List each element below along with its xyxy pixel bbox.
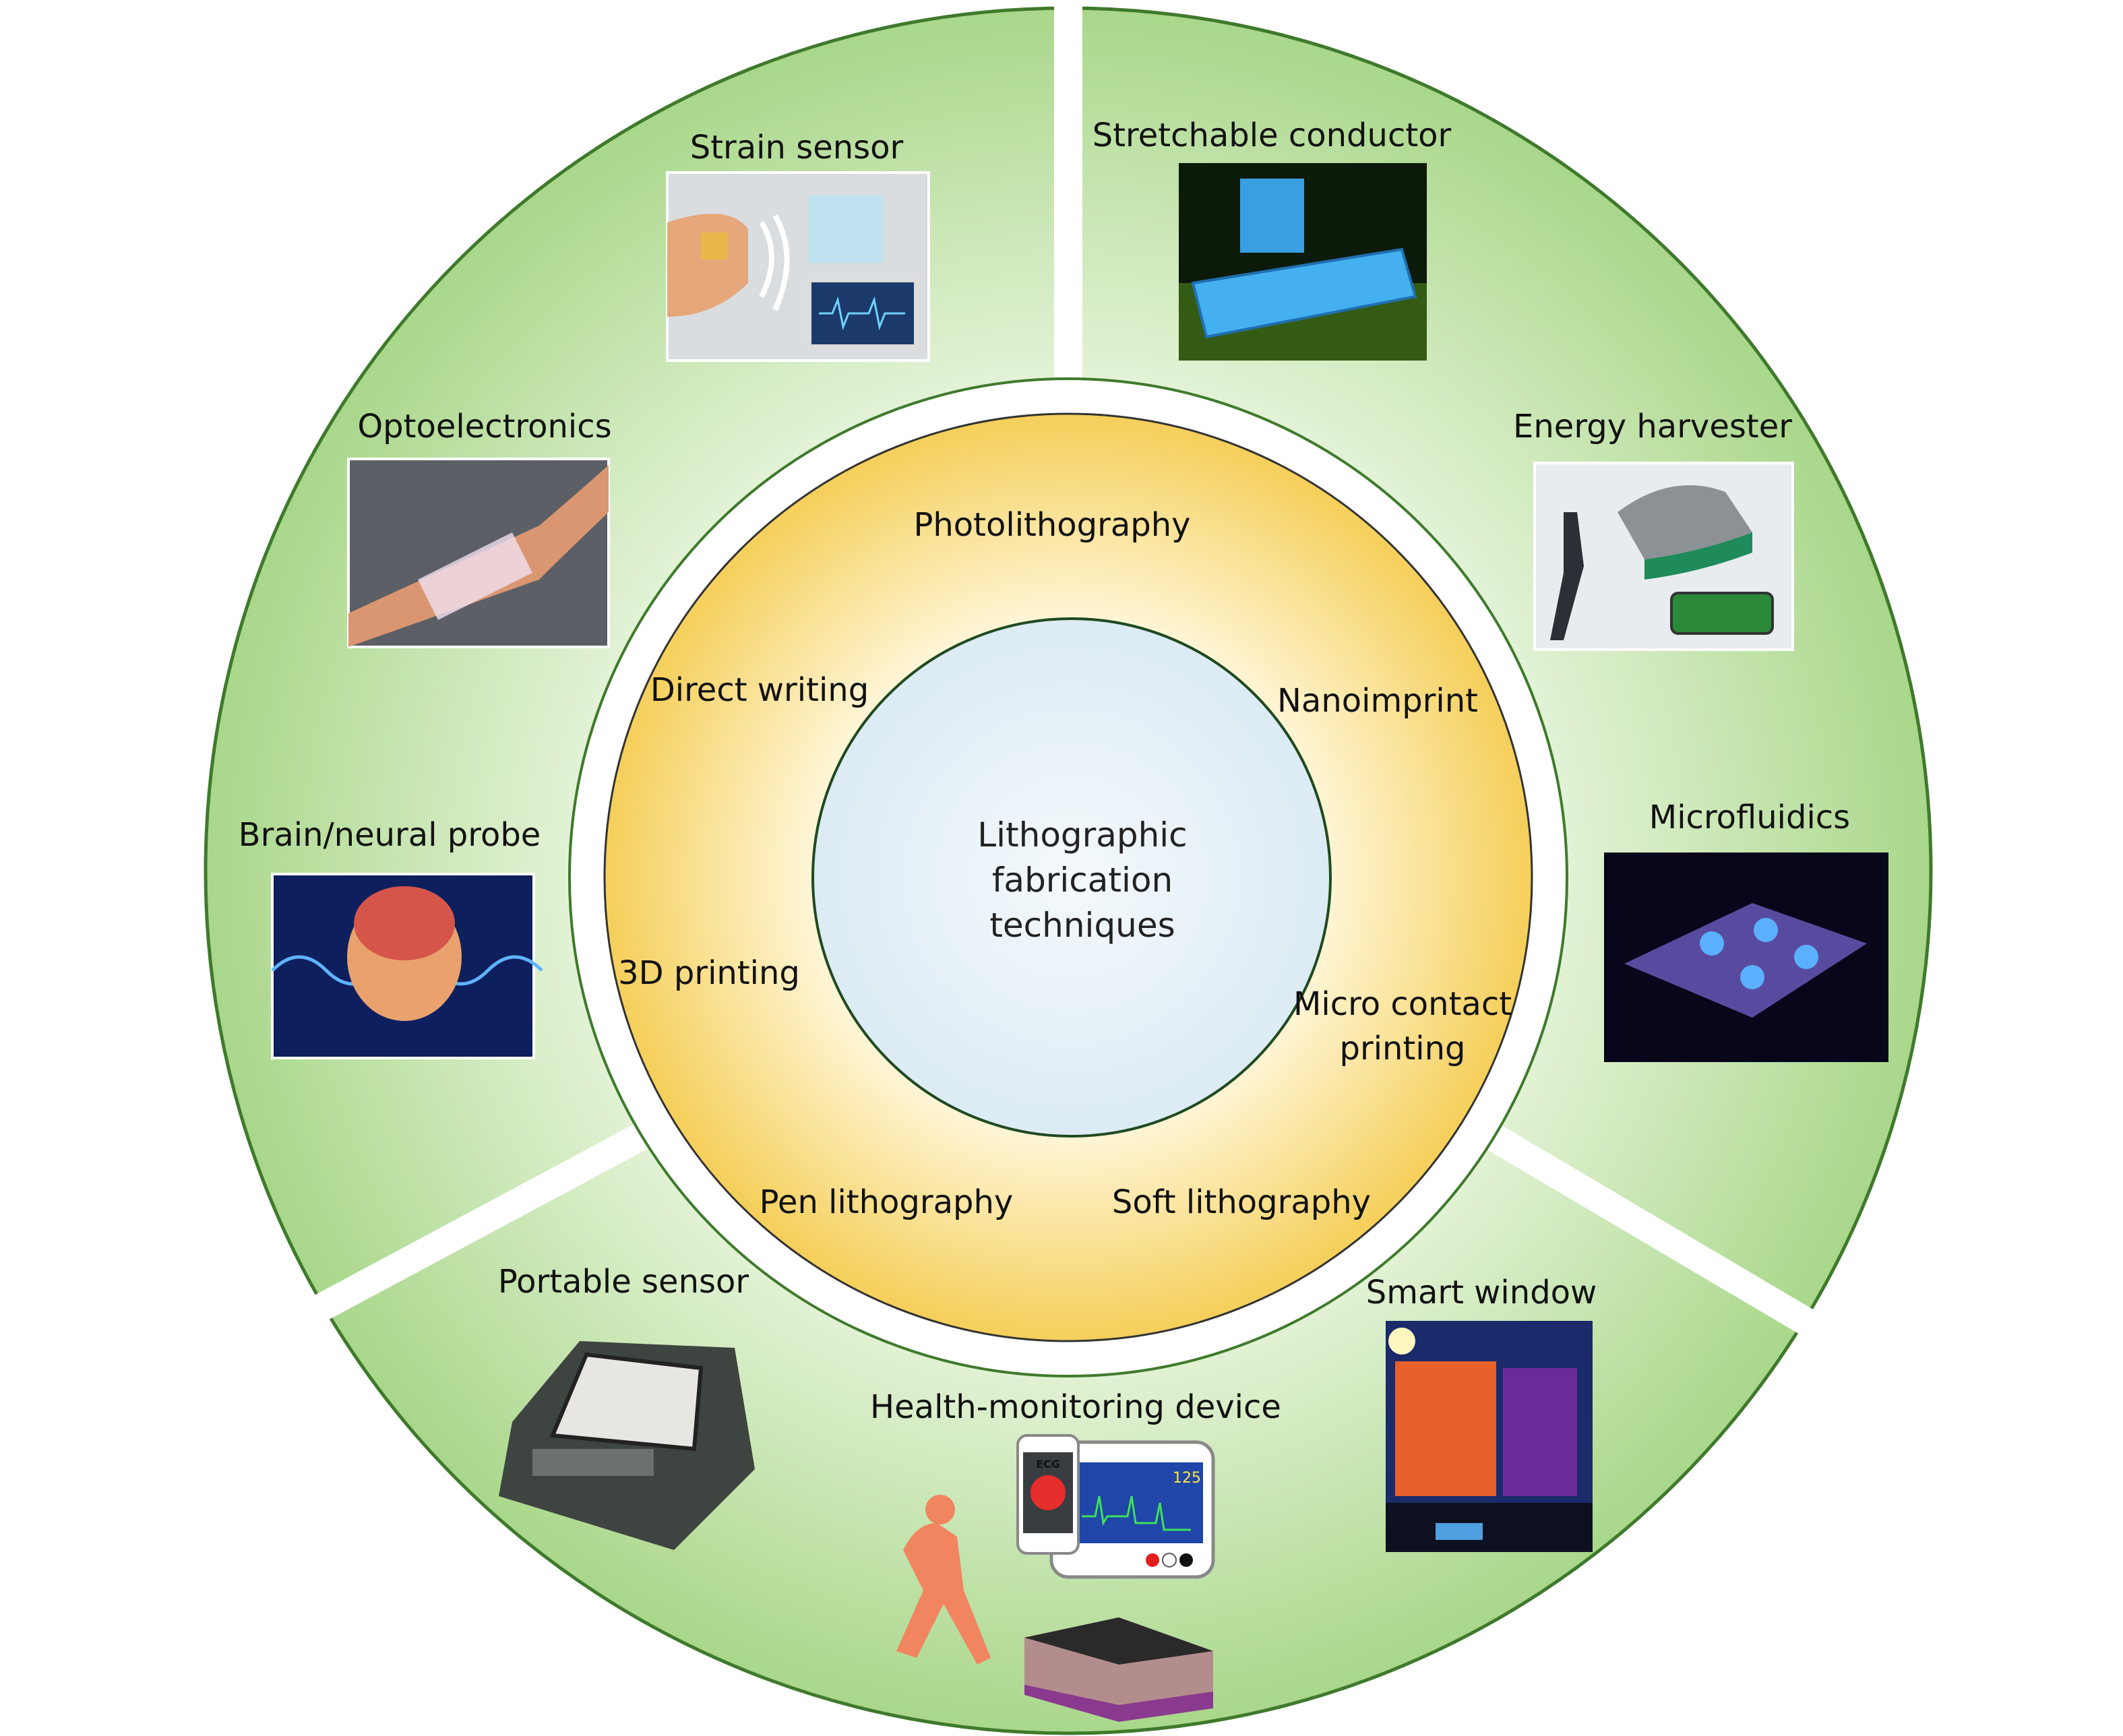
health-monitoring-image: 125 ECG [896,1434,1215,1722]
center-circle [811,617,1332,1138]
center-title-line-2: fabrication [992,861,1173,900]
smart-window-image [1386,1321,1593,1552]
center-title-line-1: Lithographic [977,815,1187,855]
app-portable-sensor-label: Portable sensor [498,1263,749,1301]
app-brain-probe-label: Brain/neural probe [239,816,541,854]
optoelectronics-image [347,458,610,648]
ecg-label: ECG [1036,1458,1060,1470]
app-strain-sensor-label: Strain sensor [690,129,904,166]
technique-micro-contact-line-2: printing [1339,1030,1465,1067]
technique-soft-lithography: Soft lithography [1112,1183,1371,1221]
portable-sensor-image [499,1341,755,1550]
app-smart-window-label: Smart window [1366,1274,1597,1311]
technique-direct-writing: Direct writing [650,671,869,709]
brain-probe-image [271,873,543,1059]
technique-nanoimprint: Nanoimprint [1277,682,1478,720]
app-health-monitoring-label: Health-monitoring device [870,1388,1281,1426]
technique-pen-lithography: Pen lithography [760,1183,1014,1221]
app-stretchable-conductor-label: Stretchable conductor [1093,117,1452,154]
technique-micro-contact-line-1: Micro contact [1293,985,1512,1023]
stretchable-conductor-image [1179,163,1427,361]
heart-rate-value: 125 [1173,1470,1201,1487]
technique-photolithography: Photolithography [913,506,1190,544]
app-microfluidics-label: Microfluidics [1649,799,1850,836]
microfluidics-image [1604,852,1888,1062]
energy-harvester-image [1533,462,1794,651]
app-energy-harvester-label: Energy harvester [1513,408,1792,445]
strain-sensor-image [666,171,930,362]
center-title-line-3: techniques [989,906,1175,945]
app-optoelectronics-label: Optoelectronics [357,408,611,445]
technique-3d-printing: 3D printing [618,954,800,992]
